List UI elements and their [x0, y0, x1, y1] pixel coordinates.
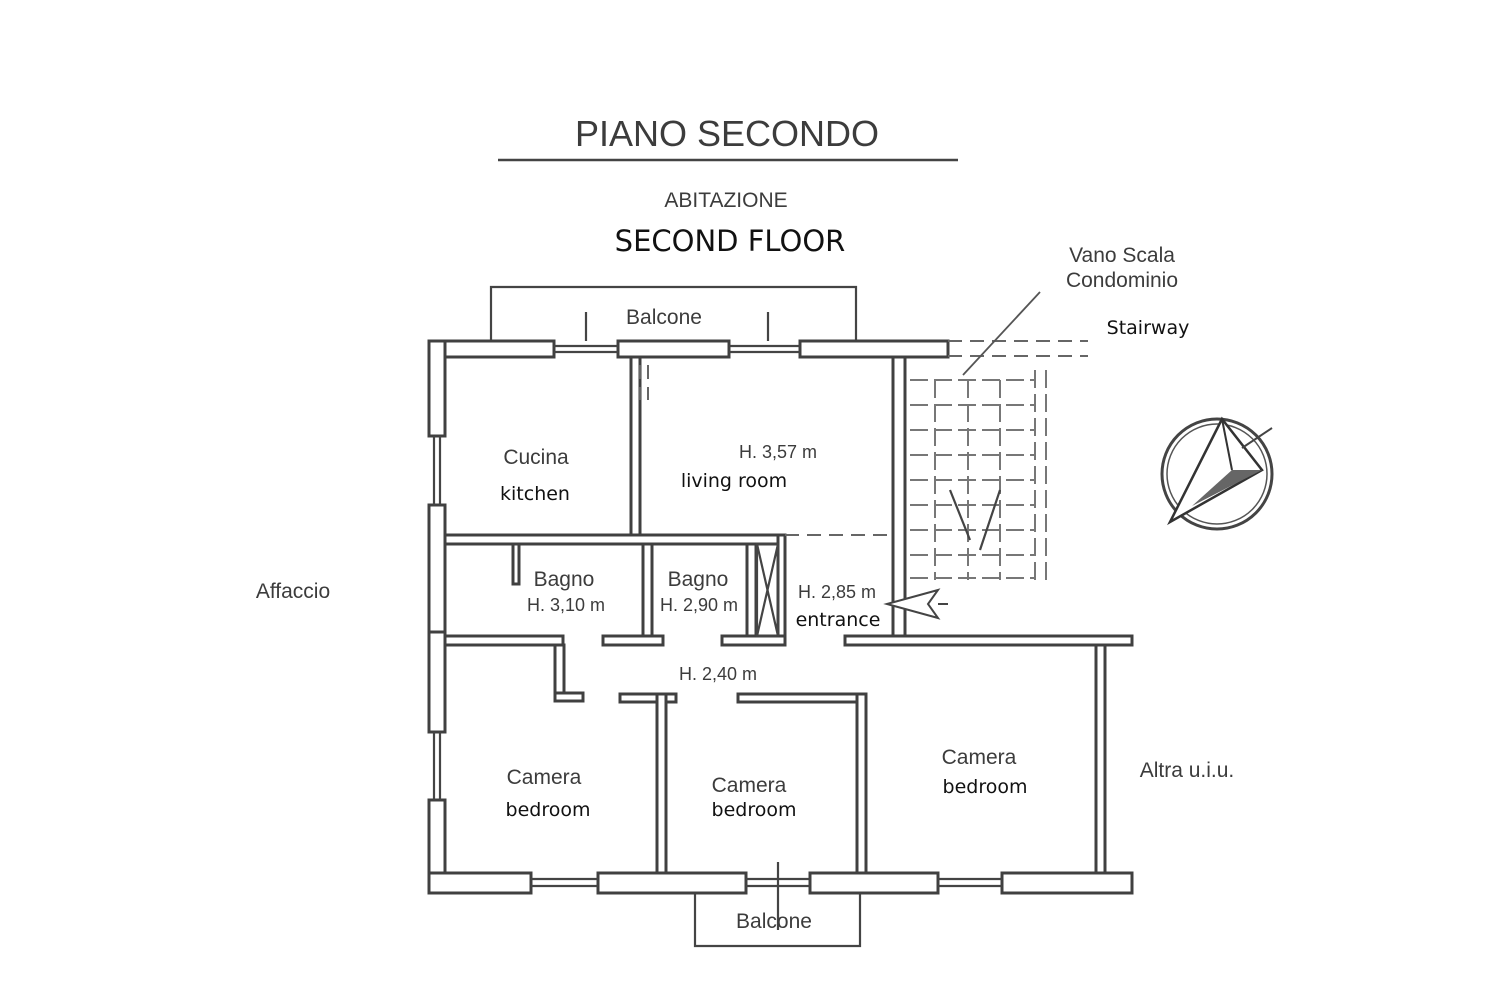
living-room-translation: living room: [681, 470, 787, 492]
plan-title-translation: SECOND FLOOR: [615, 224, 846, 258]
balcony-top: [489, 285, 858, 342]
outer-walls: [427, 339, 1134, 895]
bedroom-1-label: Camera: [507, 766, 582, 789]
balcony-bottom-label: Balcone: [736, 910, 812, 933]
bathroom-2-height: H. 2,90 m: [660, 595, 738, 615]
entrance-height: H. 2,85 m: [798, 582, 876, 602]
balcony-bottom: [693, 892, 862, 948]
bathroom-2-label: Bagno: [668, 568, 729, 591]
affaccio-label: Affaccio: [256, 580, 330, 603]
stairwell-label-line2: Condominio: [1066, 269, 1178, 292]
bedroom-3-translation: bedroom: [943, 776, 1028, 798]
kitchen-label: Cucina: [503, 446, 569, 469]
bathroom-1-label: Bagno: [534, 568, 595, 591]
bedroom-3-label: Camera: [942, 746, 1017, 769]
entrance-translation: entrance: [796, 609, 881, 631]
other-unit-label: Altra u.i.u.: [1140, 759, 1235, 782]
bedroom-1-translation: bedroom: [506, 799, 591, 821]
stair-flights: [910, 370, 1047, 580]
interior-walls: [443, 355, 1134, 875]
bedroom-2-label: Camera: [712, 774, 787, 797]
openings: [639, 340, 1088, 536]
windows: [432, 312, 1002, 930]
stairwell-translation: Stairway: [1107, 317, 1190, 339]
plan-title: PIANO SECONDO: [575, 113, 879, 154]
balcony-top-label: Balcone: [626, 306, 702, 329]
north-arrow-icon: [1160, 416, 1274, 531]
plan-subtitle: ABITAZIONE: [664, 189, 787, 212]
wardrobe: [755, 542, 780, 638]
stairwell-label-line1: Vano Scala: [1069, 244, 1175, 267]
living-room-height: H. 3,57 m: [739, 442, 817, 462]
kitchen-translation: kitchen: [500, 483, 570, 505]
bathroom-1-height: H. 3,10 m: [527, 595, 605, 615]
corridor-height: H. 2,40 m: [679, 664, 757, 684]
stair-leader-line: [962, 291, 1041, 376]
bedroom-2-translation: bedroom: [712, 799, 797, 821]
entrance-arrow-icon: [883, 588, 948, 620]
